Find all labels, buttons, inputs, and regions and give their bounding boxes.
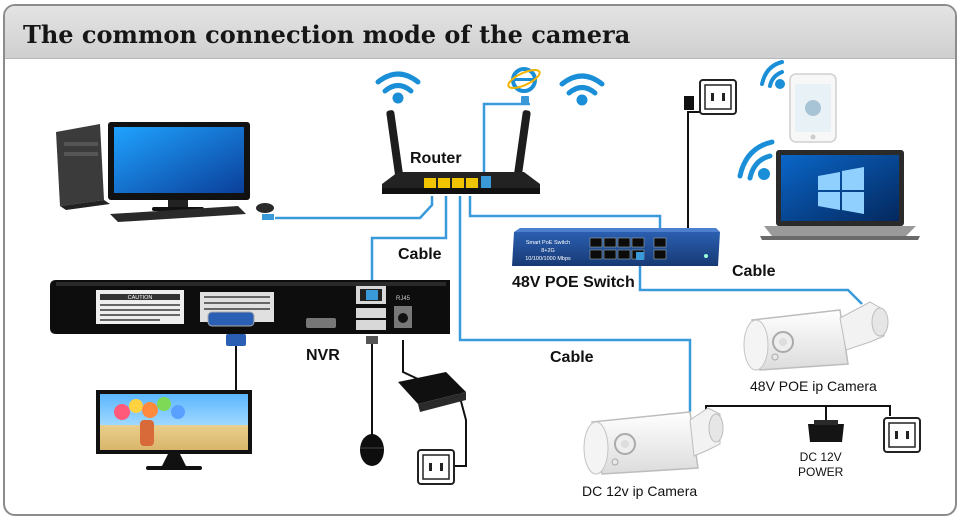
laptop-icon <box>760 150 920 240</box>
power-outlet-icon <box>883 417 921 453</box>
network-cables <box>275 102 863 412</box>
switch-ports-text: 8+2G <box>541 248 555 254</box>
mouse-icon <box>360 434 384 466</box>
power-outlet-icon <box>684 79 737 115</box>
desktop-computer-icon <box>56 122 274 222</box>
diagram-title: The common connection mode of the camera <box>23 20 631 49</box>
power-adapter-icon <box>398 372 466 412</box>
nvr-rj45-text: RJ45 <box>396 296 411 302</box>
internet-explorer-icon <box>507 67 541 104</box>
title-bar: The common connection mode of the camera <box>5 6 955 59</box>
router <box>382 110 540 194</box>
cable-router-dc-camera <box>458 196 692 412</box>
nvr-caution-text: CAUTION <box>128 295 153 301</box>
wire-camera-power <box>705 405 891 416</box>
poe-camera-label: 48V POE ip Camera <box>750 378 877 394</box>
wifi-icon <box>559 73 605 106</box>
wire-switch-outlet <box>687 111 700 234</box>
poe-switch <box>512 228 720 266</box>
dc-camera-label: DC 12v ip Camera <box>582 483 698 499</box>
cable-label-mid: Cable <box>550 349 594 366</box>
bullet-camera-icon <box>583 407 724 475</box>
usb-plug <box>366 336 378 344</box>
power-outlet-icon <box>417 449 455 485</box>
cable-router-uplink <box>482 102 530 178</box>
nvr-device <box>50 280 450 334</box>
dc-power-label: DC 12V POWER <box>798 450 844 479</box>
monitor-icon <box>96 390 252 470</box>
cable-router-nvr <box>370 196 448 292</box>
bullet-camera-icon <box>743 301 889 371</box>
cable-router-switch <box>468 196 662 234</box>
phone-icon <box>789 73 837 143</box>
switch-name-text: Smart PoE Switch <box>526 240 570 246</box>
poe-switch-label: 48V POE Switch <box>512 274 635 291</box>
wifi-icon <box>375 71 421 104</box>
vga-connector <box>226 334 246 346</box>
wire-nvr-adapter <box>402 340 421 381</box>
cable-label-right: Cable <box>732 263 776 280</box>
cable-label-top: Cable <box>398 246 442 263</box>
wifi-icon <box>737 139 775 181</box>
router-label: Router <box>410 150 462 167</box>
cable-switch-poe-camera <box>638 266 863 305</box>
dc-power-adapter <box>808 420 844 442</box>
wifi-icon <box>760 60 785 89</box>
wire-adapter-outlet <box>454 389 467 467</box>
nvr-label: NVR <box>306 347 340 364</box>
switch-speed-text: 10/100/1000 Mbps <box>525 256 571 262</box>
cable-desktop-router <box>275 196 434 220</box>
